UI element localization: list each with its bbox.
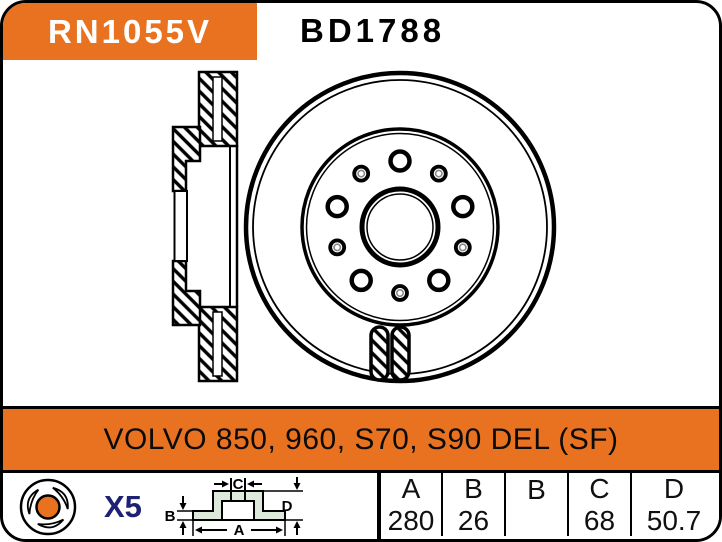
- dim-label-d: D: [282, 498, 293, 515]
- center-bore-circle: [359, 186, 441, 268]
- table-column-d: D 50.7: [630, 473, 716, 536]
- vent-slot-bottom: [212, 311, 223, 377]
- part-number: BD1788: [300, 12, 446, 49]
- dim-label-c: C: [233, 476, 244, 493]
- catalog-number-badge: RN1055V: [3, 3, 257, 60]
- vent-slot-top: [212, 76, 223, 142]
- catalog-number: RN1055V: [47, 12, 213, 50]
- dim-label-a: A: [234, 522, 245, 539]
- table-column-b2: B: [504, 473, 567, 536]
- table-column-b1: B 26: [441, 473, 504, 536]
- hub-bore-wall: [173, 190, 188, 262]
- table-column-c: C 68: [567, 473, 630, 536]
- hat-flange-top-section: [171, 125, 202, 193]
- dimensions-table: A 280 B 26 B C 68 D 50.7: [381, 473, 716, 536]
- bolt-count-label: X5: [104, 489, 142, 524]
- brake-disc-technical-drawing: [171, 70, 557, 384]
- footer-spec-strip: X5: [3, 473, 719, 539]
- table-column-a: A 280: [387, 473, 435, 536]
- disc-front-view: [243, 70, 557, 384]
- lug-bolt-holes: [325, 149, 475, 293]
- disc-hub-icon: [19, 478, 77, 536]
- vehicle-application-banner: VOLVO 850, 960, S70, S90 DEL (SF): [3, 406, 719, 473]
- vehicle-application-text: VOLVO 850, 960, S70, S90 DEL (SF): [103, 422, 619, 456]
- dim-label-b: B: [165, 508, 176, 525]
- dimension-diagram: C B A D: [165, 476, 303, 539]
- vent-cutaway-section: [369, 325, 411, 382]
- hat-flange-bottom-section: [171, 259, 202, 327]
- alignment-holes: [328, 164, 472, 302]
- disc-cross-section-view: [171, 70, 239, 383]
- hat-circle: [300, 127, 500, 327]
- footer-divider: [377, 473, 381, 539]
- bore-notch: [221, 500, 255, 521]
